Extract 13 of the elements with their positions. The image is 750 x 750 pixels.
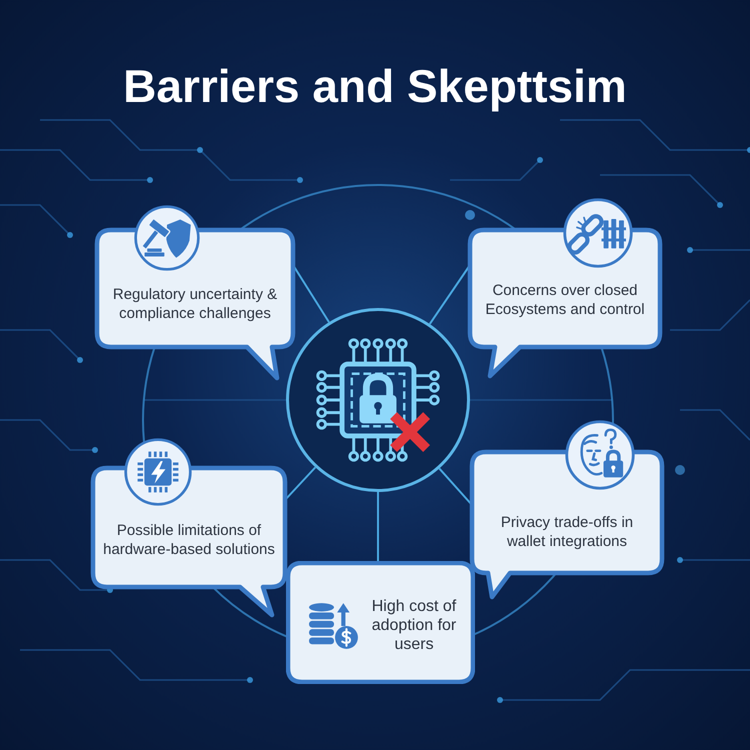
bubble-text: Possible limitations of hardware-based solutions (102, 521, 276, 559)
bubble-text: Regulatory uncertainty & compliance challenges (112, 285, 278, 323)
callout-card (286, 561, 475, 684)
title: Barriers and Skepttsim (122, 59, 628, 114)
connector-line (428, 264, 471, 325)
speech-bubble (90, 437, 288, 618)
bubble-text: Privacy trade-offs in wallet integrations (500, 513, 634, 551)
bubble-text: High cost of adoption for users (370, 597, 458, 654)
speech-bubble (94, 203, 296, 381)
connector-line (377, 492, 379, 563)
speech-bubble (467, 197, 663, 379)
bubble-text: Concerns over closed Ecosystems and control (484, 281, 646, 319)
speech-bubble (469, 419, 665, 600)
